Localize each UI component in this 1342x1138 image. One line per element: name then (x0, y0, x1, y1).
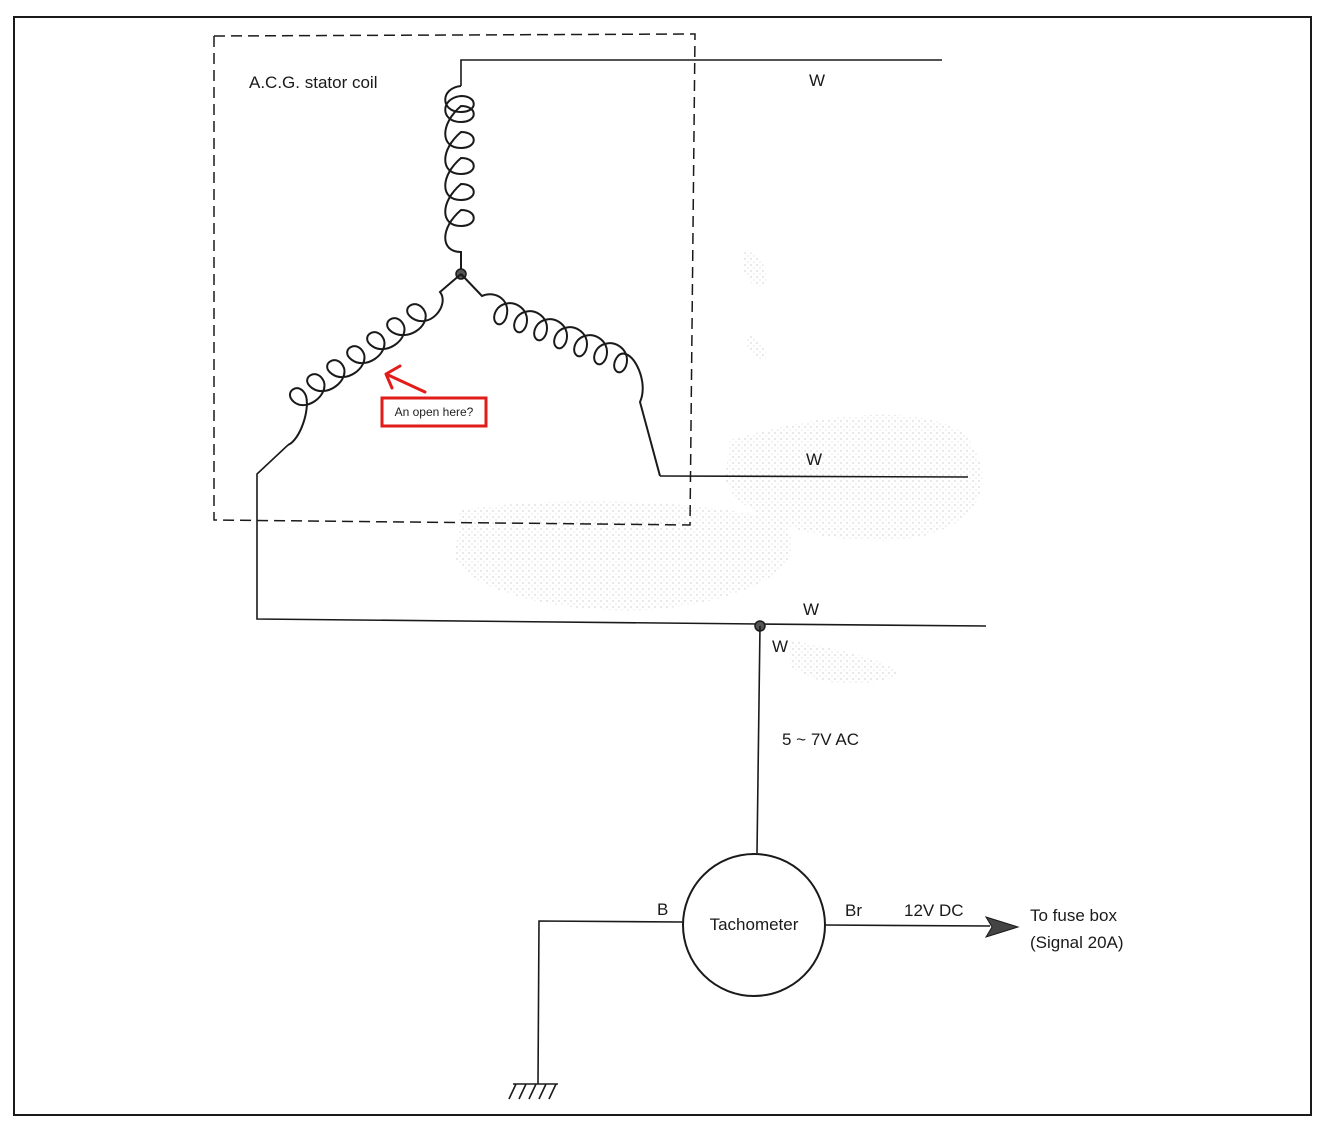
wire-label-mid: W (806, 450, 822, 469)
open-circuit-annotation: An open here? (380, 364, 488, 428)
wire-label-low: W (803, 600, 819, 619)
top-coil-lead (460, 59, 942, 86)
wire-label-top: W (809, 71, 825, 90)
fuse-box-wire (824, 924, 991, 927)
page-frame (13, 16, 1312, 1116)
dc-voltage-label: 12V DC (904, 901, 964, 920)
arrow-head-icon (984, 916, 1020, 938)
annotation-arrow-icon (384, 364, 427, 394)
ground-symbol (508, 1083, 558, 1100)
right-coil-lead (659, 475, 969, 478)
left-coil-winding (287, 273, 462, 446)
tachometer-label: Tachometer (710, 915, 799, 934)
fuse-signal-label: (Signal 20A) (1030, 933, 1124, 952)
top-coil-winding (444, 85, 475, 272)
left-coil-lead (256, 444, 987, 627)
wire-label-tap: W (772, 637, 788, 656)
stator-enclosure (213, 33, 696, 526)
scan-noise (455, 250, 983, 684)
terminal-br-label: Br (845, 901, 862, 920)
fuse-box-label: To fuse box (1030, 906, 1117, 925)
annotation-text: An open here? (395, 405, 474, 419)
stator-title: A.C.G. stator coil (249, 73, 377, 92)
right-coil-winding (460, 273, 661, 477)
terminal-b-label: B (657, 900, 668, 919)
ac-voltage-label: 5 ~ 7V AC (782, 730, 859, 749)
annotation-box (380, 396, 488, 428)
ground-wire (537, 920, 684, 1085)
tach-signal-wire (756, 625, 761, 854)
